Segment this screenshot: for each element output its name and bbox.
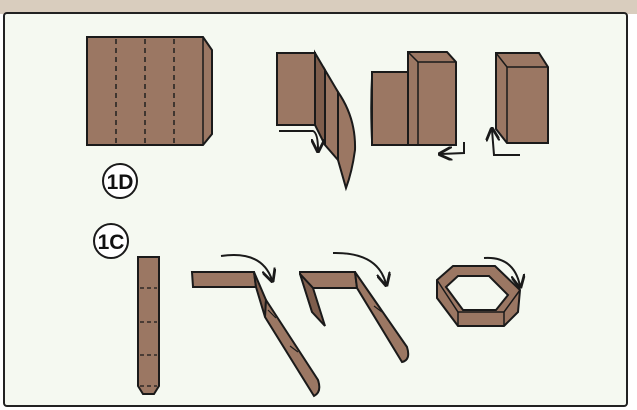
square-frame	[436, 256, 520, 327]
fold-stage-2-box	[370, 51, 465, 154]
top-banner-strip	[0, 0, 637, 14]
step-badge-1d: 1D	[102, 163, 138, 199]
fold-stage-3-box	[492, 52, 549, 156]
cardboard-strip	[137, 256, 160, 395]
step-label-1d: 1D	[107, 171, 134, 194]
step-badge-1c: 1C	[93, 223, 129, 259]
strip-bend-stage-2	[299, 251, 410, 364]
step-label-1c: 1C	[98, 231, 125, 254]
strip-bend-stage-1	[190, 254, 321, 398]
flat-cardboard-sheet	[86, 36, 213, 146]
fold-stage-1-sheet	[276, 49, 357, 192]
